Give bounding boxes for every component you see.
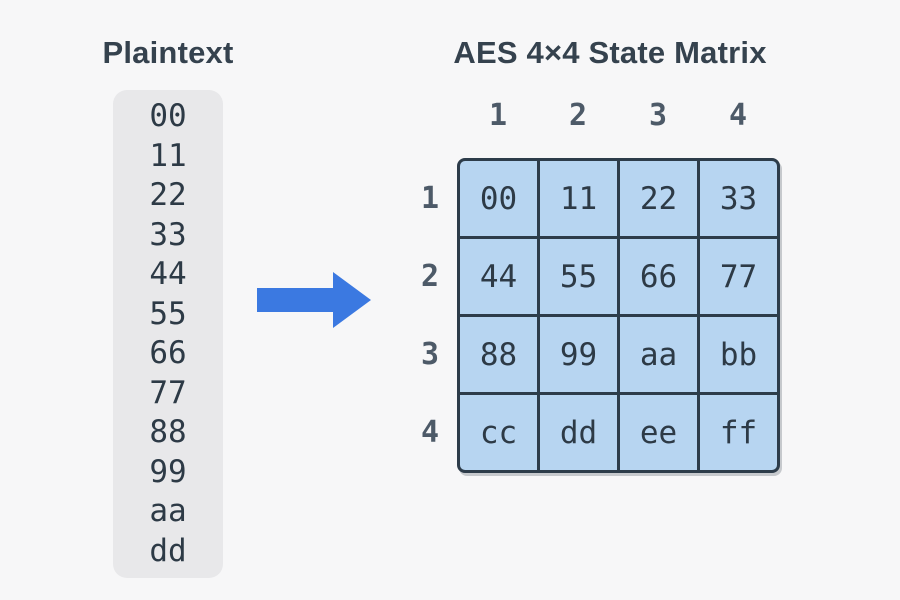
matrix-cell: 55 — [540, 239, 617, 314]
matrix-cell: 88 — [460, 317, 537, 392]
matrix-row-header: 4 — [420, 415, 440, 450]
plaintext-byte: aa — [149, 493, 187, 529]
matrix-cell: ee — [620, 395, 697, 470]
aes-state-matrix: 00 11 22 33 44 55 66 77 88 99 aa bb cc d… — [457, 158, 780, 473]
plaintext-byte: 66 — [149, 335, 187, 371]
matrix-cell: 99 — [540, 317, 617, 392]
matrix-cell: 77 — [700, 239, 777, 314]
plaintext-byte: 33 — [149, 216, 187, 253]
matrix-row-header: 2 — [420, 259, 440, 294]
matrix-col-header: 3 — [648, 98, 668, 133]
matrix-cell: cc — [460, 395, 537, 470]
matrix-cell: 22 — [620, 161, 697, 236]
plaintext-byte: 55 — [149, 295, 187, 332]
plaintext-byte: 99 — [149, 453, 187, 490]
matrix-cell: dd — [540, 395, 617, 470]
matrix-cell: aa — [620, 317, 697, 392]
plaintext-byte: 11 — [149, 137, 187, 174]
matrix-cell: 66 — [620, 239, 697, 314]
plaintext-byte: 44 — [149, 256, 187, 292]
matrix-row-header: 3 — [420, 337, 440, 372]
matrix-cell: 33 — [700, 161, 777, 236]
plaintext-byte: 77 — [149, 374, 187, 411]
plaintext-byte: 88 — [149, 414, 187, 450]
matrix-title: AES 4×4 State Matrix — [453, 35, 767, 70]
matrix-row-header: 1 — [420, 181, 440, 216]
plaintext-byte: dd — [149, 532, 187, 569]
arrow-head — [333, 272, 371, 328]
matrix-col-header: 1 — [488, 98, 508, 133]
arrow-shaft — [257, 288, 335, 312]
matrix-cell: bb — [700, 317, 777, 392]
matrix-cell: ff — [700, 395, 777, 470]
plaintext-title: Plaintext — [102, 35, 234, 70]
plaintext-byte: 22 — [149, 177, 187, 213]
matrix-col-header: 4 — [728, 98, 748, 133]
plaintext-byte: 00 — [149, 98, 187, 134]
matrix-cell: 11 — [540, 161, 617, 236]
matrix-cell: 44 — [460, 239, 537, 314]
plaintext-list: 00 11 22 33 44 55 66 77 88 99 aa dd — [113, 90, 223, 578]
matrix-col-header: 2 — [568, 98, 588, 133]
matrix-cell: 00 — [460, 161, 537, 236]
right-arrow-icon — [257, 272, 371, 328]
